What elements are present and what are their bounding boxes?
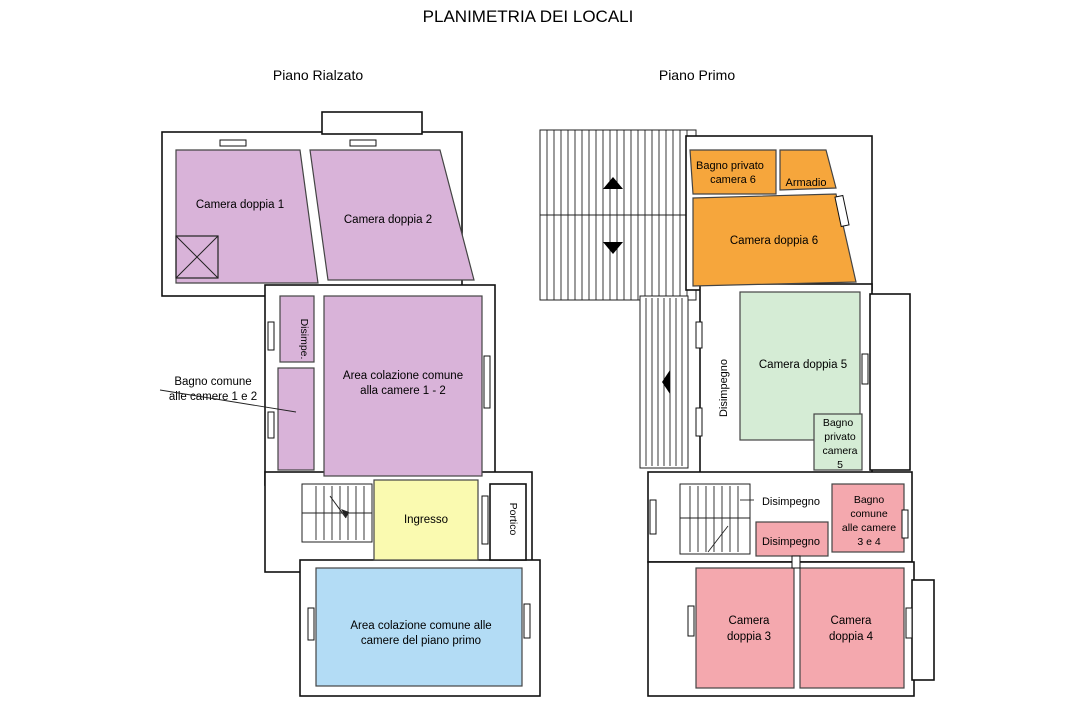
window [267,321,275,351]
first-floor-staircase [679,483,754,555]
window [307,607,315,641]
ground-floor-plan: Camera doppia 1 Camera doppia 2 Disimpe.… [159,111,541,697]
window [695,321,703,349]
room-camera-doppia-2 [309,149,475,281]
wall-block [869,293,911,471]
arrow-down-icon [603,242,623,254]
window [349,139,377,147]
window [901,509,909,539]
label-area-colazione-piano-primo-line1: Area colazione comune alle [350,620,491,632]
label-disimpegno-top: Disimpegno [762,496,820,508]
balcony [911,579,935,681]
label-bagno-comune-3-4-line4: 3 e 4 [857,536,881,548]
window [695,407,703,437]
room-disimpegno-stair [755,521,829,557]
label-camera-doppia-6: Camera doppia 6 [730,235,818,247]
window [649,499,657,535]
bay-window [321,111,423,135]
label-camera-doppia-4-line1: Camera [831,615,873,627]
label-bagno-comune-3-4-line3: alle camere [842,522,896,534]
room-portico [489,483,527,561]
room-bagno-privato-camera-5 [813,413,863,471]
label-disimpegno-small: Disimpegno [762,536,820,548]
window [483,355,491,409]
label-disimpegno-vertical: Disimpegno [718,359,730,417]
ground-staircase [301,483,373,543]
heading-piano-primo: Piano Primo [659,67,735,83]
room-disimpe [279,295,315,363]
label-bagno-privato-5-line2: privato [824,431,856,443]
column [791,555,801,569]
drawing-title: PLANIMETRIA DEI LOCALI [423,7,634,26]
callout-leader-line [159,389,297,413]
label-camera-doppia-5: Camera doppia 5 [759,359,847,371]
window [219,139,247,147]
room-bagno-comune-1-2 [277,367,315,471]
label-camera-doppia-3-line2: doppia 3 [727,631,771,643]
room-area-colazione-1-2 [323,295,483,477]
room-camera-doppia-4 [799,567,905,689]
room-camera-doppia-6 [692,193,857,287]
label-camera-doppia-1: Camera doppia 1 [196,199,284,211]
label-bagno-privato-5-line1: Bagno [823,417,854,429]
label-bagno-privato-5-line3: camera [822,445,857,457]
arrow-left-icon [662,370,670,394]
heading-piano-rialzato: Piano Rialzato [273,67,363,83]
window [905,607,913,639]
shaft-cross-icon [175,235,219,279]
window [523,603,531,639]
label-bagno-privato-6-line2: camera 6 [710,174,756,186]
stair-arrow-icon [329,495,349,519]
label-bagno-privato-6-line1: Bagno privato [696,160,764,172]
terrace-hatching [539,129,697,469]
label-portico: Portico [507,503,519,536]
first-floor-plan: Bagno privato camera 6 Armadio Camera do… [539,129,935,697]
label-area-colazione-1-2-line2: alla camere 1 - 2 [360,385,446,397]
label-bagno-comune-3-4-line1: Bagno [854,494,885,506]
arrow-up-icon [603,177,623,189]
label-camera-doppia-3-line1: Camera [729,615,771,627]
label-ingresso: Ingresso [404,514,448,526]
label-armadio: Armadio [786,177,827,189]
window [267,411,275,439]
room-camera-doppia-3 [695,567,795,689]
label-area-colazione-piano-primo-line2: camere del piano primo [361,635,481,647]
label-bagno-comune-3-4-line2: comune [850,508,888,520]
callout-bagno-comune-line2: alle camere 1 e 2 [169,391,257,403]
room-bagno-privato-camera-6 [689,149,777,195]
room-camera-doppia-1 [175,149,319,284]
label-disimpe: Disimpe. [298,319,310,360]
label-bagno-privato-5-line4: 5 [837,459,843,471]
label-camera-doppia-2: Camera doppia 2 [344,214,432,226]
callout-bagno-comune-line1: Bagno comune [174,376,251,388]
label-camera-doppia-4-line2: doppia 4 [829,631,874,643]
label-area-colazione-1-2-line1: Area colazione comune [343,370,463,382]
room-ingresso [373,479,479,561]
room-area-colazione-piano-primo [315,567,523,687]
window [481,495,489,545]
room-armadio [779,149,837,191]
window [687,605,695,637]
window [834,194,850,228]
window [861,353,869,385]
